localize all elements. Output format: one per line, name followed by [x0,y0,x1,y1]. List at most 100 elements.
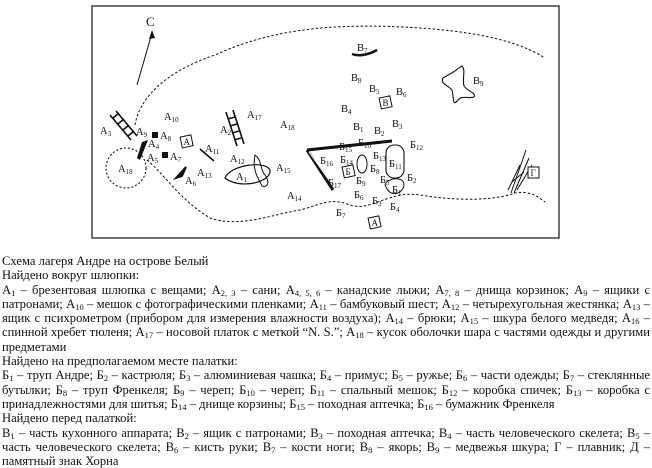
diagram-label: А9 [136,127,148,139]
bear-skin-b9 [441,65,475,104]
legend-items: А1 – брезентовая шлюпка с вещами; А2, 3 … [2,283,650,354]
body-b1 [384,178,405,195]
legend-item: А10 – мешок с фотографическими пленками; [66,296,310,312]
diagram-label: В1 [353,122,364,134]
legend-item: А9 – ящики с патронами; [2,282,651,311]
sledge-b7 [351,48,378,57]
svg-text:А: А [184,137,191,147]
legend-title: Схема лагеря Андре на острове Белый [2,254,209,268]
legend-item: А14 – брюки; [385,311,461,327]
diagram-label: Б2 [407,173,417,185]
legend-section-heading: Найдено на предполагаемом месте палатки: [2,354,238,369]
sledge-a3 [109,110,138,141]
diagram-label: Б14 [340,155,354,167]
legend-item: Б2 – кастрюля; [96,368,179,384]
ski-a4-a5 [137,140,148,160]
diagram-label: А15 [276,163,291,175]
pole-a11 [199,148,215,162]
legend-item: А11 – бамбуковый шест; [309,296,442,312]
diagram-boxed-marker: Г [527,166,540,179]
diagram-label: А12 [230,154,245,166]
svg-text:В: В [383,98,389,108]
diagram-label: В7 [357,43,368,55]
diagram-boxed-marker: Б [341,164,356,179]
legend-item: Б6 – части одежды; [455,368,563,384]
legend-item: В8 – якорь; [359,439,427,455]
diagram-label: А18 [118,164,133,176]
legend-item: А7, 8 – днища корзинок; [435,282,575,298]
legend-item: В6 – кисть руки; [165,439,263,455]
diagram-boxed-marker: В [378,95,393,110]
diagram-label: Б3 [372,196,382,208]
diagram-label: Б1 [392,185,402,197]
legend-item: Б7 – стеклянные бутылки; [2,368,650,397]
boat-a1 [224,164,271,185]
tent-outline [305,139,393,191]
legend-item: Б4 – примус; [319,368,392,384]
legend-item: А18 – кусок оболочки шара с частями одеж… [2,325,650,354]
diagram-label: Б17 [328,178,342,190]
sledge-a2 [225,109,245,147]
diagram-label: В8 [351,73,362,85]
legend-item: В9 – медвежья шкура; [426,439,555,455]
diagram-label: В9 [473,76,484,88]
diagram-frame [91,5,560,239]
legend-item: Б13 – коробка с принадлежностями для шит… [2,382,651,411]
legend-item: А12 – четырехугольная жестянка; [441,296,623,312]
north-label: С [146,14,155,29]
diagram-label: А18 [280,120,295,132]
north-arrow-head [149,30,155,39]
diagram-label: А13 [197,168,212,180]
legend-item: А1 – брезентовая шлюпка с вещами; [2,282,212,298]
diagram-label: Б15 [339,142,353,154]
diagram-label: Б8 [370,164,380,176]
diagram-label: А7 [170,152,182,164]
legend-item: Г – плавник; [554,439,631,454]
diagram-label: А1 [236,172,248,184]
body-b8 [356,154,368,174]
legend-item: Б14 – днище корзины; [170,396,290,412]
diagram-label: Б12 [410,140,424,152]
diagram-boxed-marker: А [367,215,382,230]
legend-item: В3 – походная аптечка; [310,425,439,441]
legend-item: Б1 – труп Андре; [2,368,97,384]
basket-a7 [162,152,168,158]
diagram-label: В3 [392,119,403,131]
north-arrow [136,32,153,86]
diagram-label: Б6 [354,190,364,202]
basket-a8 [152,132,158,138]
diagram-label: А14 [287,191,302,203]
legend-item: Б9 – череп; [172,382,240,398]
legend-item: Б15 – походная аптечка; [289,396,418,412]
sleeping-bag [385,144,405,179]
legend-item: Б16 – бумажник Френкеля [417,396,555,412]
diagram-label: А3 [100,126,112,138]
legend-item: А16 – спинной хребет тюленя; [2,311,650,340]
legend-items: В1 – часть кухонного аппарата; В2 – ящик… [2,426,650,468]
balloon-piece-area [105,147,147,189]
diagram-boxed-marker: А [179,134,194,149]
legend-item: А15 – шкура белого медведя; [460,311,622,327]
legend-section-heading: Найдено вокруг шлюпки: [2,268,140,283]
svg-text:А: А [372,218,379,228]
legend-item: В4 – часть человеческого скелета; [438,425,627,441]
diagram-label: Б16 [320,156,334,168]
legend-item: А4, 5, 6 – канадские лыжи; [285,282,436,298]
ski-a6 [172,166,187,181]
diagram-label: Б13 [373,151,387,163]
diagram-label: В4 [341,104,352,116]
legend-section-heading: Найдено перед палаткой: [2,411,137,426]
legend: Схема лагеря Андре на острове Белый Найд… [2,254,650,468]
diagram-label: А4 [148,139,160,151]
diagram-label: А2 [220,125,232,137]
legend-item: А2, 3 – сани; [211,282,286,298]
tent-outline-inner [308,143,392,188]
diagram-label: А6 [185,176,197,188]
diagram-label: В6 [396,87,407,99]
legend-item: Б12 – коробка спичек; [441,382,566,398]
legend-item: В1 – часть кухонного аппарата; [2,425,177,441]
diagram-label: А8 [160,131,172,143]
diagram-label: Б4 [390,202,400,214]
legend-item: А17 – носовой платок с меткой “N. S.”; [135,325,347,341]
